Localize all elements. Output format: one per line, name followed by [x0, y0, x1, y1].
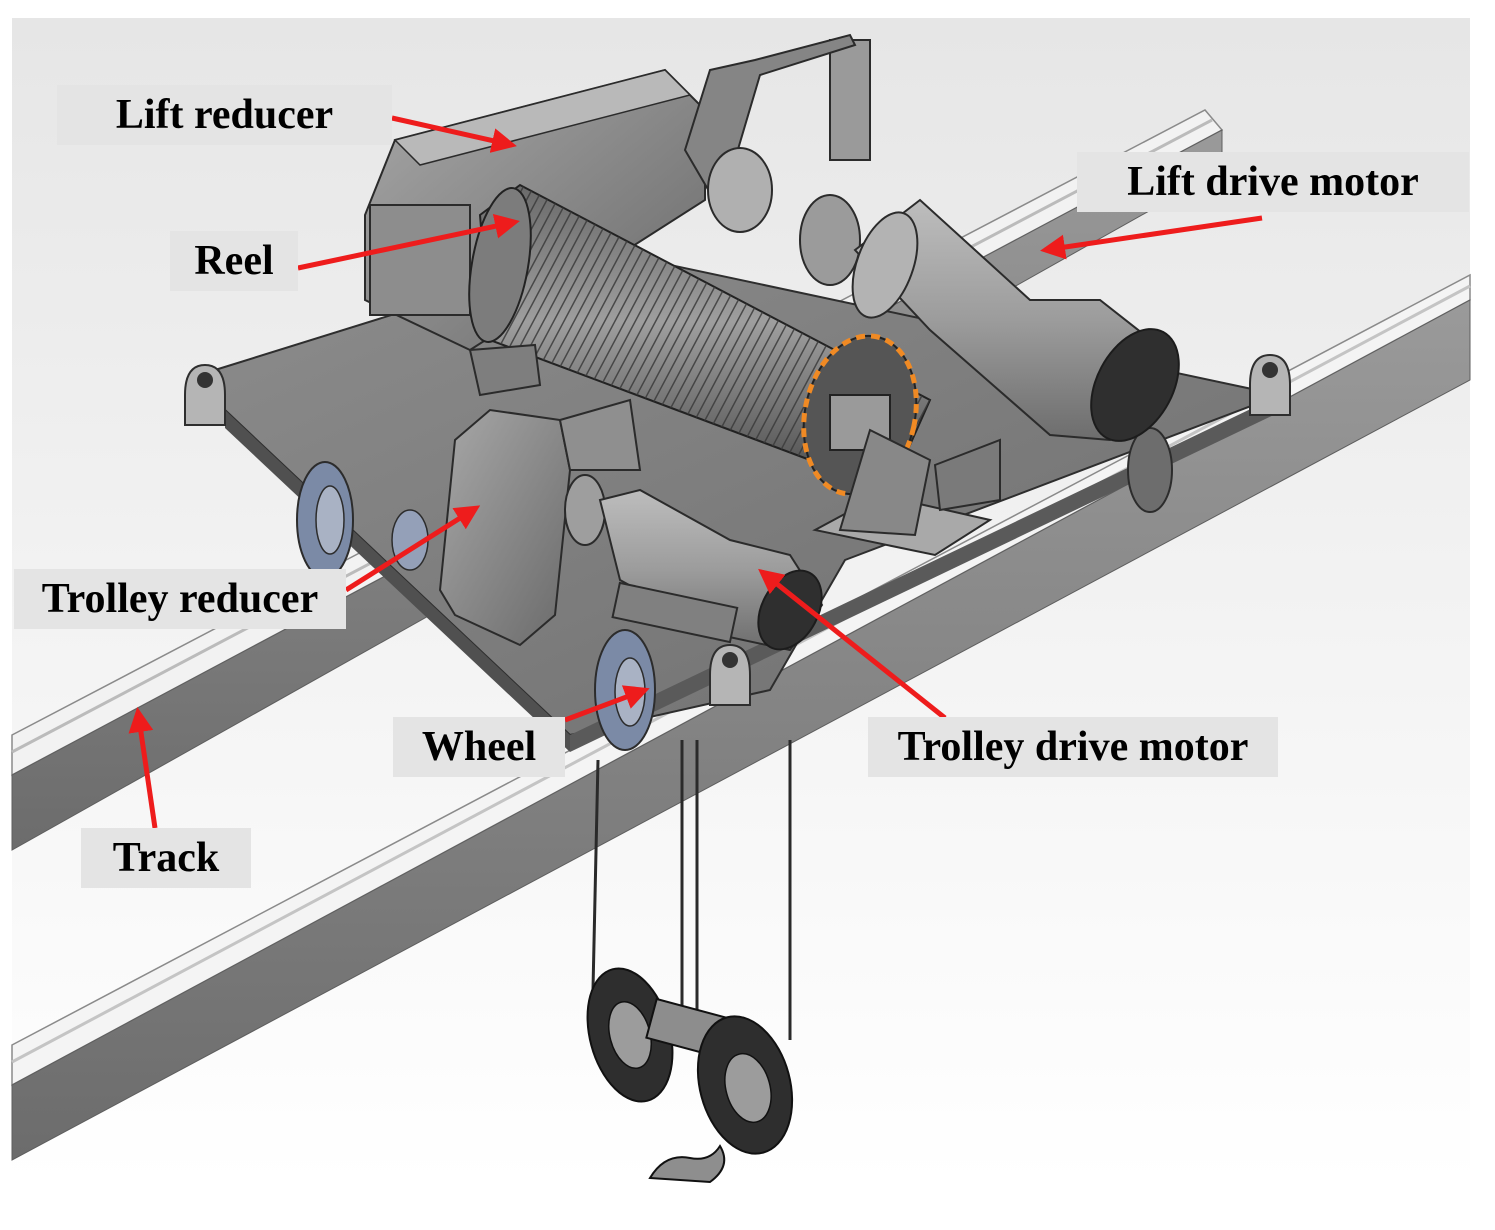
- arrow-wheel: [564, 685, 650, 723]
- arrow-reel: [297, 213, 520, 271]
- bearing-pedestal: [812, 428, 1001, 557]
- reel-drum: [468, 183, 932, 497]
- label-lift-reducer: Lift reducer: [57, 85, 392, 145]
- arrow-lift-drive-motor: [1040, 215, 1263, 260]
- hoist-ropes: [590, 740, 792, 1040]
- label-wheel: Wheel: [393, 717, 565, 777]
- arrow-trolley-reducer: [344, 505, 481, 593]
- callout-arrows: [128, 115, 1263, 829]
- trolley-reducer-body: [438, 343, 642, 647]
- label-lift-drive-motor: Lift drive motor: [1077, 152, 1469, 212]
- hook-block: [586, 967, 794, 1184]
- lift-brake: [683, 33, 871, 233]
- label-reel: Reel: [170, 231, 298, 291]
- arrow-lift-reducer: [391, 115, 517, 153]
- label-trolley-drive-motor: Trolley drive motor: [868, 717, 1278, 777]
- arrow-track: [128, 707, 158, 829]
- arrow-trolley-drive-motor: [758, 568, 947, 720]
- lift-drive-motor-body: [799, 194, 1180, 442]
- label-track: Track: [81, 828, 251, 888]
- label-trolley-reducer: Trolley reducer: [14, 569, 346, 629]
